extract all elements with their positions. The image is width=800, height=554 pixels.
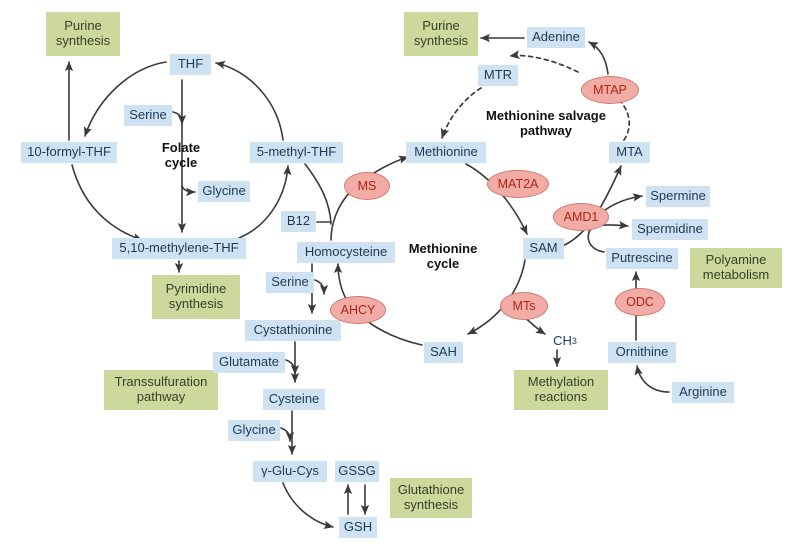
metabolite-glutamate: Glutamate xyxy=(213,352,285,373)
metabolite-5-methyl-thf: 5-methyl-THF xyxy=(250,142,343,163)
metabolite-adenine: Adenine xyxy=(527,27,585,48)
edge-putrescine-to-branch xyxy=(587,231,605,253)
metabolite-mtr: MTR xyxy=(478,65,518,86)
metabolite-gssg: GSSG xyxy=(335,461,379,482)
metabolite-cystathionine: Cystathionine xyxy=(245,320,341,341)
metabolite-gamma-glu-cys: γ-Glu-Cys xyxy=(253,461,327,482)
metabolite-glycine-folate: Glycine xyxy=(198,181,250,202)
enzyme-ms: MS xyxy=(344,172,390,200)
metabolite-spermine: Spermine xyxy=(646,186,710,207)
metabolite-spermidine: Spermidine xyxy=(632,219,708,240)
edge-serine-into-folate xyxy=(172,111,187,125)
metabolite-sah: SAH xyxy=(424,342,463,363)
metabolite-serine-folate: Serine xyxy=(124,105,172,126)
enzyme-amd1: AMD1 xyxy=(553,203,609,231)
label-methionine-cycle: Methionine cycle xyxy=(408,241,478,271)
pathway-label-transsulfuration-pathway: Transsulfuration pathway xyxy=(104,370,218,410)
pathway-label-polyamine-metabolism: Polyamine metabolism xyxy=(690,248,782,288)
metabolite-arginine: Arginine xyxy=(672,382,734,403)
metabolite-putrescine: Putrescine xyxy=(606,248,678,269)
metabolite-10-formyl-thf: 10-formyl-THF xyxy=(21,142,117,163)
edge-glutamate-in xyxy=(285,359,300,375)
ch3-subscript: 3 xyxy=(571,335,577,346)
edge-mtap-to-adenine xyxy=(588,41,609,75)
label-folate-cycle: Folate cycle xyxy=(161,140,201,170)
edge-glycine-in-gsh xyxy=(280,427,295,442)
label-methionine-salvage-pathway: Methionine salvage pathway xyxy=(486,108,606,138)
metabolite-homocysteine: Homocysteine xyxy=(297,242,395,263)
metabolite-gsh: GSH xyxy=(339,517,377,538)
metabolite-ornithine: Ornithine xyxy=(608,342,676,363)
metabolite-serine-transsulfuration: Serine xyxy=(266,272,314,293)
edge-mtr-to-methionine-dashed xyxy=(440,87,482,139)
metabolite-methionine: Methionine xyxy=(406,142,486,163)
edge-gammaglucys-to-gsh xyxy=(282,482,334,529)
edge-glycine-out-folate xyxy=(181,185,196,197)
edge-tenformyl-to-methylene xyxy=(71,164,143,242)
pathway-label-glutathione-synthesis: Glutathione synthesis xyxy=(390,478,472,518)
edge-5methyl-to-thf xyxy=(215,60,284,141)
metabolite-b12: B12 xyxy=(281,211,316,232)
ch3-base: CH xyxy=(553,332,572,348)
metabolite-glycine-glutathione: Glycine xyxy=(228,420,280,441)
enzyme-mts: MTs xyxy=(500,292,548,320)
pathway-label-pyrimidine-synthesis: Pyrimidine synthesis xyxy=(152,275,240,319)
edge-mtap-to-mtr-dashed xyxy=(509,50,579,73)
metabolite-mta: MTA xyxy=(609,142,650,163)
edge-serine-into-transsulf xyxy=(314,279,329,295)
metabolite-sam: SAM xyxy=(523,238,564,259)
enzyme-mat2a: MAT2A xyxy=(487,170,549,198)
pathway-label-methylation-reactions: Methylation reactions xyxy=(514,370,608,410)
pathway-label-purine-synthesis-right: Purine synthesis xyxy=(404,12,478,56)
enzyme-ahcy: AHCY xyxy=(330,296,386,324)
metabolite-5-10-methylene-thf: 5,10-methylene-THF xyxy=(112,238,246,259)
metabolite-cysteine: Cysteine xyxy=(263,389,325,410)
metabolite-thf: THF xyxy=(170,54,211,75)
enzyme-odc: ODC xyxy=(615,288,665,316)
enzyme-mtap: MTAP xyxy=(581,76,639,104)
edge-arginine-to-ornithine xyxy=(634,365,670,393)
pathway-label-purine-synthesis-left: Purine synthesis xyxy=(46,12,120,56)
